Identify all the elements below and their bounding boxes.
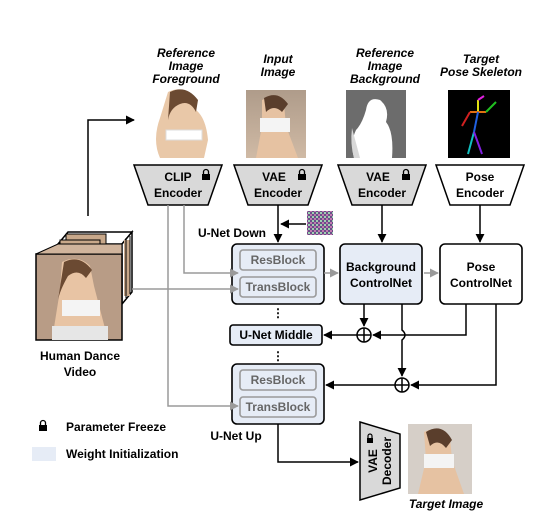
- legend-init-swatch: [32, 447, 56, 461]
- unet-middle-block: U-Net Middle: [229, 324, 323, 346]
- connectors: [87, 115, 497, 467]
- svg-text:Pose: Pose: [467, 260, 496, 274]
- lock-icon: [202, 168, 210, 180]
- video-label-line2: Video: [64, 365, 96, 379]
- ellipsis-middle: ⋮: [272, 349, 284, 363]
- svg-text:ControlNet: ControlNet: [450, 276, 512, 290]
- svg-text:Image: Image: [261, 65, 296, 79]
- unet-down-label: U-Net Down: [198, 226, 266, 240]
- svg-text:Target: Target: [463, 52, 500, 66]
- svg-text:VAE: VAE: [262, 170, 286, 184]
- pose-skeleton-image: [448, 90, 510, 158]
- label-ref-bg: Reference Image Background: [350, 46, 421, 86]
- vae-encoder-background: VAE Encoder: [336, 164, 428, 206]
- svg-text:Image: Image: [368, 59, 403, 73]
- svg-text:Background: Background: [350, 72, 421, 86]
- resblock-up: ResBlock: [251, 373, 306, 387]
- svg-text:VAE: VAE: [366, 449, 380, 473]
- unet-up-label: U-Net Up: [210, 429, 261, 443]
- lock-icon: [298, 168, 306, 180]
- ellipsis-down: ⋮: [272, 306, 284, 320]
- human-dance-video: [35, 229, 134, 341]
- input-image: [246, 90, 306, 158]
- pose-encoder: Pose Encoder: [434, 164, 526, 206]
- svg-text:Pose Skeleton: Pose Skeleton: [440, 65, 522, 79]
- svg-text:CLIP: CLIP: [164, 170, 191, 184]
- unet-down-block: ResBlock TransBlock: [231, 243, 325, 305]
- ref-background-image: [346, 90, 406, 158]
- svg-text:Input: Input: [263, 52, 293, 66]
- svg-text:Encoder: Encoder: [456, 186, 504, 200]
- resblock-down: ResBlock: [251, 253, 306, 267]
- background-controlnet: Background ControlNet: [339, 243, 423, 305]
- noise-image: [307, 211, 333, 235]
- label-ref-fg: Reference Image Foreground: [152, 46, 220, 86]
- svg-text:Reference: Reference: [356, 46, 414, 60]
- svg-text:Reference: Reference: [157, 46, 215, 60]
- transblock-down: TransBlock: [246, 280, 311, 294]
- lock-icon: [402, 168, 410, 180]
- svg-text:Image: Image: [169, 59, 204, 73]
- svg-text:VAE: VAE: [366, 170, 390, 184]
- vae-decoder: VAE Decoder: [359, 420, 401, 502]
- vae-encoder-input: VAE Encoder: [232, 164, 324, 206]
- label-pose-skeleton: Target Pose Skeleton: [440, 52, 522, 79]
- sum-node-middle: [356, 327, 372, 343]
- legend-init: Weight Initialization: [66, 447, 178, 461]
- sum-node-up: [394, 377, 410, 393]
- legend-freeze: Parameter Freeze: [66, 420, 166, 434]
- lock-icon: [39, 419, 47, 431]
- target-image: [408, 424, 472, 494]
- svg-text:Encoder: Encoder: [154, 186, 202, 200]
- svg-text:Foreground: Foreground: [152, 72, 220, 86]
- clip-encoder: CLIP Encoder: [132, 164, 224, 206]
- unet-up-block: ResBlock TransBlock: [231, 363, 325, 425]
- lock-icon: [367, 433, 373, 443]
- transblock-up: TransBlock: [246, 400, 311, 414]
- svg-text:Pose: Pose: [466, 170, 495, 184]
- gray-connectors: [132, 205, 439, 411]
- ref-foreground-image: [156, 89, 208, 158]
- svg-text:U-Net Middle: U-Net Middle: [239, 328, 313, 342]
- svg-text:Decoder: Decoder: [380, 437, 394, 485]
- target-image-label: Target Image: [409, 497, 484, 511]
- legend: Parameter Freeze Weight Initialization: [32, 419, 178, 461]
- svg-text:Encoder: Encoder: [254, 186, 302, 200]
- pose-controlnet: Pose ControlNet: [439, 243, 523, 305]
- label-input-image: Input Image: [261, 52, 296, 79]
- svg-text:ControlNet: ControlNet: [350, 276, 412, 290]
- svg-text:Background: Background: [346, 260, 416, 274]
- svg-text:Encoder: Encoder: [358, 186, 406, 200]
- video-label-line1: Human Dance: [40, 349, 120, 363]
